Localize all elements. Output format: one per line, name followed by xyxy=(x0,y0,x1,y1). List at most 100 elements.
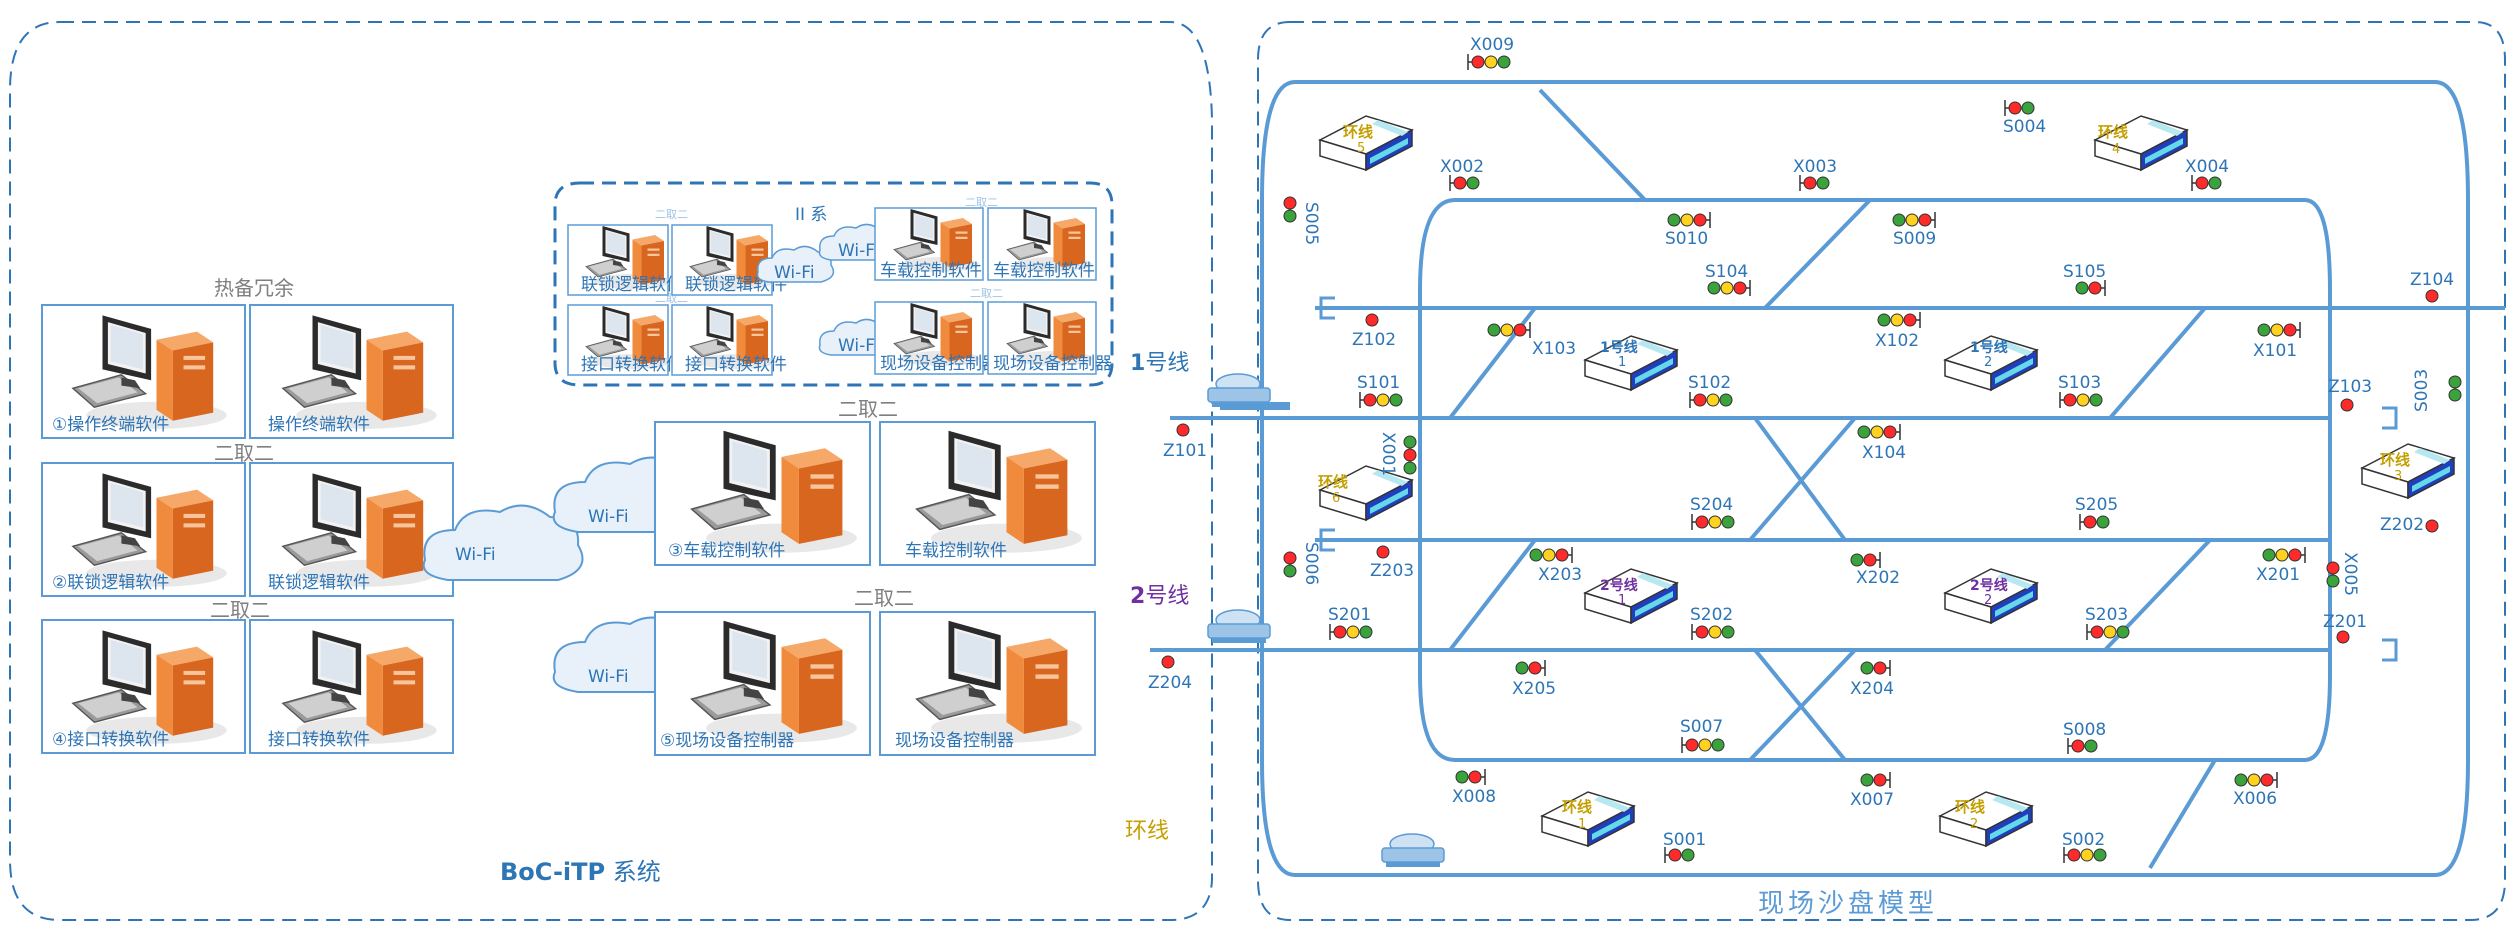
svg-text:X201: X201 xyxy=(2256,565,2300,585)
signal-S001: S001 xyxy=(1663,830,1706,864)
signal-S006: S006 xyxy=(1283,542,1321,585)
signal-X006: X006 xyxy=(2233,771,2278,809)
operator-terminal-panel: ①操作终端软件 操作终端软件 xyxy=(41,304,454,439)
signal-S004: S004 xyxy=(2003,99,2046,137)
signal-S009: S009 xyxy=(1892,211,1936,249)
signal-X005: X005 xyxy=(2326,552,2360,596)
svg-text:Wi-Fi: Wi-Fi xyxy=(774,263,815,283)
svg-text:X102: X102 xyxy=(1875,331,1919,351)
interlocking-panel: ②联锁逻辑软件 联锁逻辑软件 xyxy=(41,462,454,597)
loop-box-2: 环线 2 xyxy=(1939,791,2033,847)
svg-text:BoC-iTP 系统: BoC-iTP 系统 xyxy=(500,858,661,886)
sw-label-if: 接口转换软件 xyxy=(268,730,370,750)
svg-text:S205: S205 xyxy=(2075,495,2118,515)
two-of-two-label-3: 二取二 xyxy=(838,397,898,421)
svg-text:环线: 环线 xyxy=(2098,123,2128,141)
line1-box-2: 1号线 2 xyxy=(1944,335,2038,391)
signal-S102: S102 xyxy=(1688,373,1733,409)
svg-text:环线: 环线 xyxy=(1562,798,1592,816)
svg-text:X103: X103 xyxy=(1532,339,1576,359)
buffer-stop-z103 xyxy=(2380,406,2398,430)
signal-X205: X205 xyxy=(1512,659,1556,699)
signal-X008: X008 xyxy=(1452,768,1496,807)
signal-Z101: Z101 xyxy=(1163,423,1207,461)
line2-box-2: 2号线 2 xyxy=(1944,568,2038,624)
svg-text:S005: S005 xyxy=(1301,202,1321,245)
signal-S003: S003 xyxy=(2412,369,2462,412)
field-device-panel: ⑤现场设备控制器 现场设备控制器 xyxy=(654,611,1096,756)
svg-text:环线: 环线 xyxy=(2380,451,2410,469)
loop-box-4: 环线 4 xyxy=(2094,115,2188,171)
svg-text:X007: X007 xyxy=(1850,790,1894,810)
sw-label-vc3: ③车载控制软件 xyxy=(668,541,785,561)
signal-X003: X003 xyxy=(1793,157,1837,192)
sw-label-fd5: ⑤现场设备控制器 xyxy=(660,731,794,751)
line2-box-1: 2号线 1 xyxy=(1584,568,1678,624)
field-model-title: 现场沙盘模型 xyxy=(1758,889,1938,919)
svg-text:Z204: Z204 xyxy=(1148,673,1192,693)
signal-X104: X104 xyxy=(1857,423,1906,463)
signal-S005: S005 xyxy=(1283,196,1321,245)
signal-X101: X101 xyxy=(2253,321,2301,361)
signal-Z102: Z102 xyxy=(1352,313,1396,350)
svg-text:Wi-Fi: Wi-Fi xyxy=(588,507,629,527)
signal-Z202: Z202 xyxy=(2380,515,2439,535)
svg-text:X203: X203 xyxy=(1538,565,1582,585)
train-loop xyxy=(1381,833,1445,868)
svg-text:Z103: Z103 xyxy=(2328,377,2372,397)
svg-text:X205: X205 xyxy=(1512,679,1556,699)
svg-text:X008: X008 xyxy=(1452,787,1496,807)
svg-text:S006: S006 xyxy=(1301,542,1321,585)
signal-X001: X001 xyxy=(1378,432,1417,476)
ii-system-group: II 系 二取二 二取二 二取二 二取二 联锁逻辑软件 联锁逻辑软件 接口转换软… xyxy=(553,181,1114,387)
svg-text:6: 6 xyxy=(1332,491,1340,506)
svg-text:环线: 环线 xyxy=(1955,798,1985,816)
signal-S002: S002 xyxy=(2062,830,2107,864)
svg-text:S002: S002 xyxy=(2062,830,2105,850)
system-title: BoC-iTP 系统 xyxy=(500,858,661,886)
svg-text:S001: S001 xyxy=(1663,830,1706,850)
signal-S104: S104 xyxy=(1705,262,1751,297)
svg-text:Z104: Z104 xyxy=(2410,270,2454,290)
signal-X202: X202 xyxy=(1850,551,1900,588)
hot-standby-label: 热备冗余 xyxy=(214,276,294,300)
svg-text:1: 1 xyxy=(1618,355,1626,370)
svg-text:S007: S007 xyxy=(1680,717,1723,737)
svg-text:X009: X009 xyxy=(1470,35,1514,55)
track-layout xyxy=(1150,80,2505,877)
svg-text:2: 2 xyxy=(1984,355,1992,370)
sw-label-il2: ②联锁逻辑软件 xyxy=(52,573,169,593)
signal-S103: S103 xyxy=(2058,373,2103,409)
line2-label: 2号线 xyxy=(1130,584,1189,609)
sw-label-vc: 车载控制软件 xyxy=(905,541,1007,561)
svg-text:S003: S003 xyxy=(2412,369,2432,412)
svg-text:S204: S204 xyxy=(1690,495,1733,515)
svg-text:现场设备控制器: 现场设备控制器 xyxy=(880,354,999,374)
svg-text:车载控制软件: 车载控制软件 xyxy=(880,261,982,281)
svg-text:Wi-Fi: Wi-Fi xyxy=(838,241,879,261)
loop-box-6: 环线 6 xyxy=(1318,465,1413,521)
signal-X103: X103 xyxy=(1487,321,1576,359)
line1-box-1: 1号线 1 xyxy=(1584,335,1678,391)
svg-text:S009: S009 xyxy=(1893,229,1936,249)
svg-text:1号线: 1号线 xyxy=(1970,339,2008,356)
svg-text:1: 1 xyxy=(1618,593,1626,608)
svg-text:5: 5 xyxy=(1357,141,1365,156)
svg-text:X003: X003 xyxy=(1793,157,1837,177)
svg-text:S202: S202 xyxy=(1690,605,1733,625)
sw-label-il: 联锁逻辑软件 xyxy=(268,573,370,593)
sw-label-fd: 现场设备控制器 xyxy=(895,731,1014,751)
svg-text:2: 2 xyxy=(1970,817,1978,832)
svg-text:环线: 环线 xyxy=(1343,123,1373,141)
signal-X203: X203 xyxy=(1529,546,1582,585)
svg-text:Wi-Fi: Wi-Fi xyxy=(838,336,879,356)
svg-text:现场设备控制器: 现场设备控制器 xyxy=(993,354,1112,374)
two-of-two-label-4: 二取二 xyxy=(854,586,914,610)
svg-text:S101: S101 xyxy=(1357,373,1400,393)
svg-text:2号线: 2号线 xyxy=(1970,577,2008,594)
two-of-two-label-2: 二取二 xyxy=(210,598,270,622)
sw-label-op1: ①操作终端软件 xyxy=(52,415,169,435)
signal-S105: S105 xyxy=(2063,262,2106,297)
signal-X009: X009 xyxy=(1467,35,1514,71)
